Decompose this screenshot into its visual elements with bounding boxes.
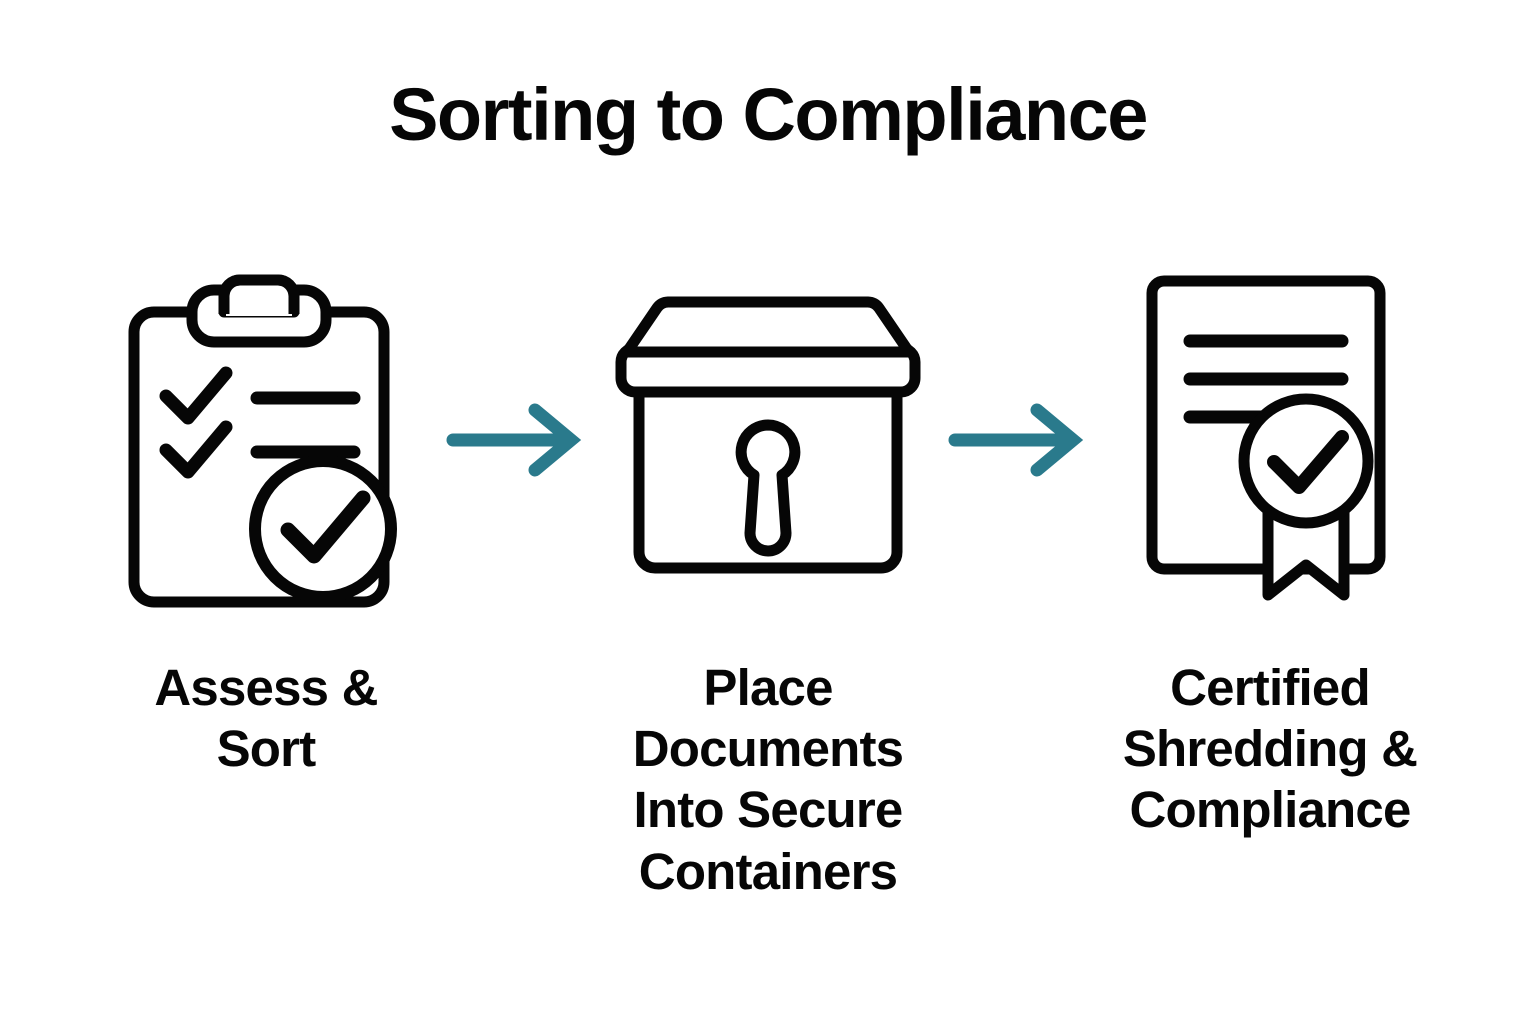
step-2-label: Place Documents Into Secure Containers xyxy=(632,659,904,900)
step-1-label: Assess & Sort xyxy=(154,659,378,778)
process-step-1: Assess & Sort xyxy=(90,265,442,779)
process-step-2: Place Documents Into Secure Containers xyxy=(592,265,944,902)
step-3-label: Certified Shredding & Compliance xyxy=(1122,659,1418,839)
secure-lockbox-container-icon xyxy=(615,296,921,574)
step-3-icon-wrapper xyxy=(1120,265,1420,615)
connector-2-wrapper xyxy=(944,265,1094,615)
arrow-right-icon xyxy=(446,403,582,477)
clipboard-checklist-verified-icon xyxy=(128,274,397,608)
process-flow: Assess & Sort xyxy=(90,265,1446,902)
certificate-award-seal-icon xyxy=(1146,275,1386,601)
connector-1-wrapper xyxy=(442,265,592,615)
process-step-3: Certified Shredding & Compliance xyxy=(1094,265,1446,841)
page-title: Sorting to Compliance xyxy=(389,73,1148,156)
step-2-icon-wrapper xyxy=(615,265,921,615)
step-1-icon-wrapper xyxy=(116,265,416,615)
arrow-right-icon xyxy=(948,403,1084,477)
